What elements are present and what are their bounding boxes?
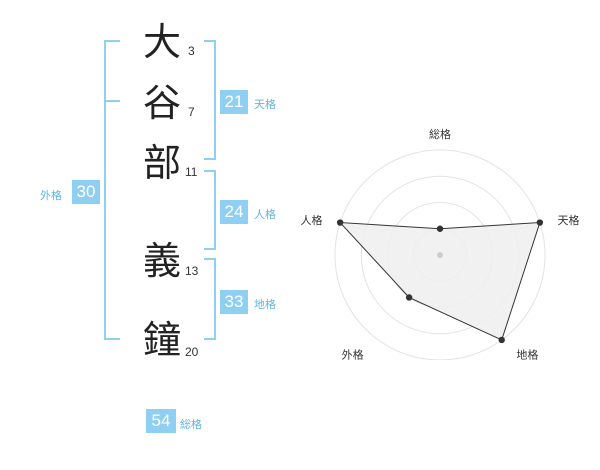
- stroke-count-4: 13: [185, 264, 199, 278]
- jinkaku-value-box: 24: [220, 200, 248, 224]
- jinkaku-label: 人格: [254, 208, 276, 221]
- radar-point-3: [498, 336, 505, 344]
- gaikaku-bracket-mid: [104, 100, 120, 102]
- name-char-1: 大: [142, 20, 181, 64]
- radar-data-polygon: [338, 221, 541, 341]
- radar-axis-label-5: 人格: [301, 213, 323, 227]
- name-char-4: 義: [142, 239, 181, 283]
- name-char-5: 鐘: [142, 318, 181, 362]
- gaikaku-value-box: 30: [72, 180, 100, 204]
- soukaku-label: 総格: [180, 418, 202, 431]
- radar-point-5: [336, 219, 344, 226]
- soukaku-value-box: 54: [146, 409, 176, 433]
- tenkaku-label: 天格: [254, 98, 276, 111]
- tenkaku-value-box: 21: [220, 90, 248, 114]
- gaikaku-bracket-top: [104, 40, 120, 42]
- gaikaku-label: 外格: [40, 189, 62, 202]
- radar-point-2: [536, 219, 544, 226]
- stroke-count-3: 11: [185, 165, 198, 179]
- radar-axis-label-4: 外格: [342, 347, 364, 360]
- jinkaku-bracket-top: [204, 170, 216, 172]
- jinkaku-bracket-vertical: [214, 170, 216, 250]
- radar-axis-label-2: 天格: [557, 213, 579, 227]
- chikaku-label: 地格: [254, 298, 276, 311]
- radar-center-dot: [437, 252, 443, 258]
- name-char-2: 谷: [142, 81, 181, 125]
- radar-axis-label-1: 総格: [429, 127, 451, 141]
- radar-axis-label-3: 地格: [516, 347, 538, 360]
- gaikaku-bracket-bottom: [104, 338, 120, 340]
- stroke-count-2: 7: [188, 105, 195, 119]
- name-char-3: 部: [142, 141, 181, 185]
- gaikaku-bracket-vertical: [104, 40, 106, 340]
- stroke-count-1: 3: [188, 44, 195, 58]
- tenkaku-bracket-vertical: [214, 40, 216, 160]
- chikaku-value-box: 33: [220, 290, 248, 314]
- chikaku-bracket-vertical: [214, 258, 216, 340]
- radar-ring-4: [334, 149, 546, 360]
- radar-point-4: [405, 294, 413, 301]
- chikaku-bracket-bottom: [204, 338, 216, 340]
- tenkaku-bracket-bottom: [204, 158, 216, 160]
- radar-point-1: [436, 225, 444, 232]
- chikaku-bracket-top: [204, 258, 216, 260]
- jinkaku-bracket-bottom: [204, 248, 216, 250]
- stroke-count-5: 20: [185, 345, 199, 359]
- tenkaku-bracket-top: [204, 40, 216, 42]
